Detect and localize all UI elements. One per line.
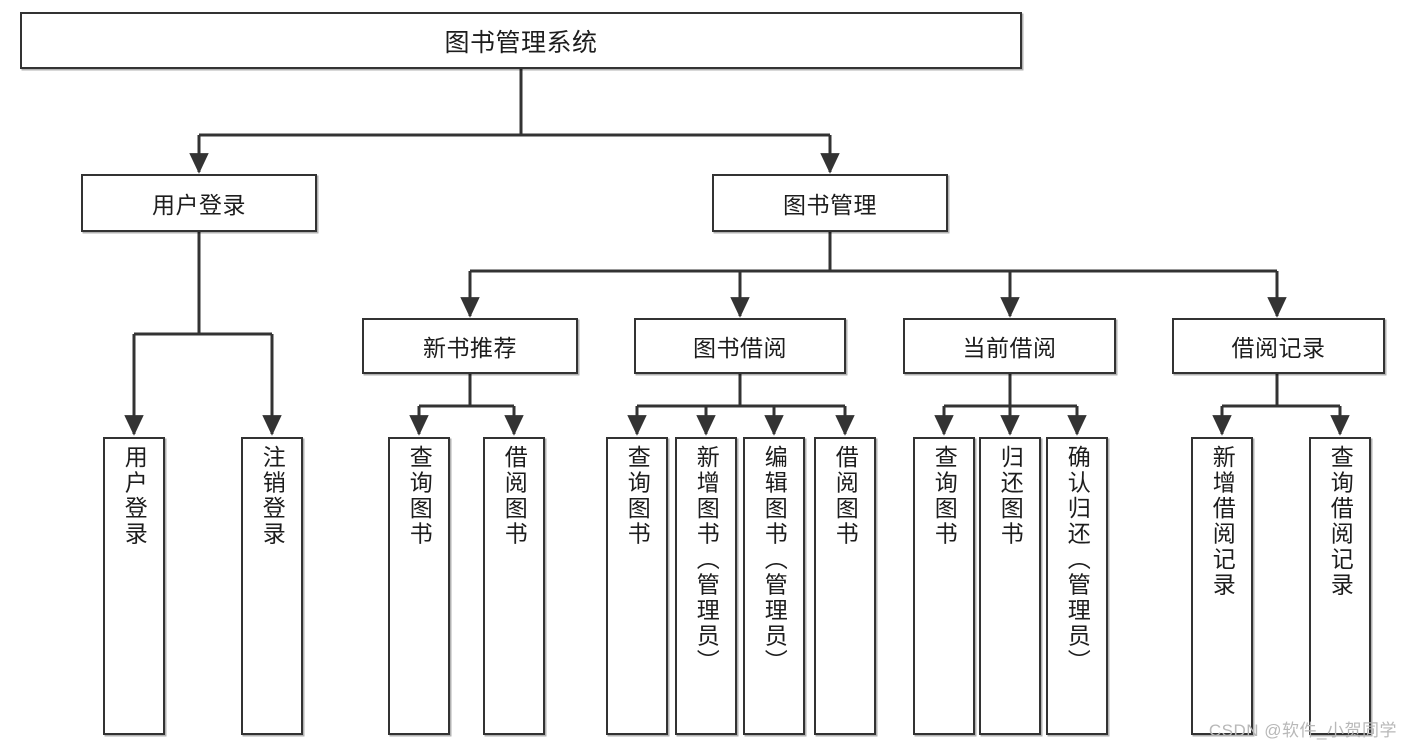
leaf-query-book-current[interactable]: 查询图书 <box>913 437 975 735</box>
node-label: 借阅记录 <box>1231 335 1326 361</box>
node-label: 图书管理系统 <box>444 28 598 57</box>
node-label: 新书推荐 <box>423 335 517 361</box>
node-new-book-recommend[interactable]: 新书推荐 <box>362 318 578 374</box>
node-label: 新增借阅记录 <box>1209 445 1236 598</box>
node-label: 用户登录 <box>152 192 246 218</box>
leaf-query-book-borrow[interactable]: 查询图书 <box>606 437 668 735</box>
node-label: 查询图书 <box>931 445 958 547</box>
node-user-login[interactable]: 用户登录 <box>81 174 317 232</box>
leaf-user-login[interactable]: 用户登录 <box>103 437 165 735</box>
node-label: 借阅图书 <box>832 445 859 547</box>
leaf-query-borrow-record[interactable]: 查询借阅记录 <box>1309 437 1371 735</box>
leaf-borrow-book[interactable]: 借阅图书 <box>814 437 876 735</box>
node-label: 查询借阅记录 <box>1327 445 1354 598</box>
leaf-edit-book-admin[interactable]: 编辑图书（管理员） <box>743 437 805 735</box>
node-label: 新增图书（管理员） <box>693 445 720 675</box>
node-book-borrow[interactable]: 图书借阅 <box>634 318 846 374</box>
node-label: 确认归还（管理员） <box>1064 445 1091 675</box>
leaf-add-borrow-record[interactable]: 新增借阅记录 <box>1191 437 1253 735</box>
leaf-logout[interactable]: 注销登录 <box>241 437 303 735</box>
node-borrow-record[interactable]: 借阅记录 <box>1172 318 1385 374</box>
node-label: 图书借阅 <box>693 335 787 361</box>
node-label: 归还图书 <box>997 445 1024 547</box>
node-label: 当前借阅 <box>962 335 1057 361</box>
leaf-query-book-recommend[interactable]: 查询图书 <box>388 437 450 735</box>
node-label: 图书管理 <box>783 192 877 218</box>
node-book-management[interactable]: 图书管理 <box>712 174 948 232</box>
node-current-borrow[interactable]: 当前借阅 <box>903 318 1116 374</box>
leaf-return-book[interactable]: 归还图书 <box>979 437 1041 735</box>
node-label: 查询图书 <box>624 445 651 547</box>
node-label: 借阅图书 <box>501 445 528 547</box>
node-label: 注销登录 <box>259 445 286 547</box>
node-label: 查询图书 <box>406 445 433 547</box>
leaf-borrow-book-recommend[interactable]: 借阅图书 <box>483 437 545 735</box>
node-root-book-management-system[interactable]: 图书管理系统 <box>20 12 1022 69</box>
csdn-watermark: CSDN @软件_小贺同学 <box>1208 721 1397 740</box>
leaf-add-book-admin[interactable]: 新增图书（管理员） <box>675 437 737 735</box>
node-label: 用户登录 <box>121 445 148 547</box>
leaf-confirm-return-admin[interactable]: 确认归还（管理员） <box>1046 437 1108 735</box>
node-label: 编辑图书（管理员） <box>761 445 788 675</box>
